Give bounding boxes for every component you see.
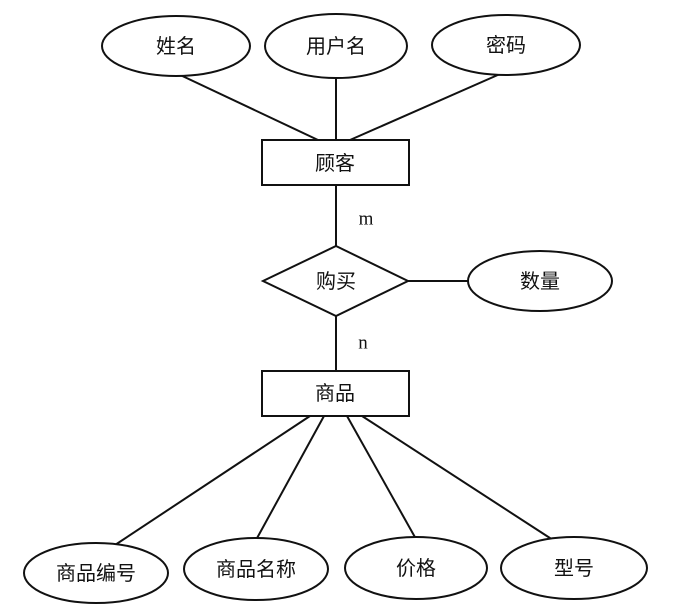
entity-customer-label: 顾客: [315, 151, 355, 175]
attribute-name: 姓名: [101, 15, 251, 77]
attribute-product-id: 商品编号: [23, 542, 169, 604]
edge-name-customer: [175, 72, 319, 141]
entity-product-label: 商品: [315, 381, 355, 405]
relationship-purchase: 购买: [260, 244, 411, 318]
cardinality-m: m: [359, 209, 374, 230]
attribute-name-label: 姓名: [156, 34, 196, 58]
attribute-password-label: 密码: [486, 33, 526, 57]
edge-product-name: [255, 415, 325, 541]
attribute-product-name: 商品名称: [183, 537, 329, 601]
entity-customer: 顾客: [261, 139, 410, 186]
edge-model: [361, 415, 554, 541]
entity-product: 商品: [261, 370, 410, 417]
attribute-username: 用户名: [264, 13, 408, 79]
cardinality-n: n: [358, 333, 368, 354]
attribute-username-label: 用户名: [306, 34, 366, 58]
edge-product-id: [114, 415, 311, 546]
attribute-price-label: 价格: [396, 556, 436, 580]
attribute-model-label: 型号: [554, 556, 594, 580]
attribute-model: 型号: [500, 536, 648, 600]
edge-price: [346, 415, 417, 540]
attribute-password: 密码: [431, 14, 581, 76]
attribute-price: 价格: [344, 536, 488, 600]
attribute-quantity-label: 数量: [520, 269, 560, 293]
attribute-product-id-label: 商品编号: [56, 561, 136, 585]
attribute-quantity: 数量: [467, 250, 613, 312]
attribute-product-name-label: 商品名称: [216, 557, 296, 581]
edge-password-customer: [349, 73, 501, 141]
relationship-purchase-label: 购买: [316, 269, 356, 293]
